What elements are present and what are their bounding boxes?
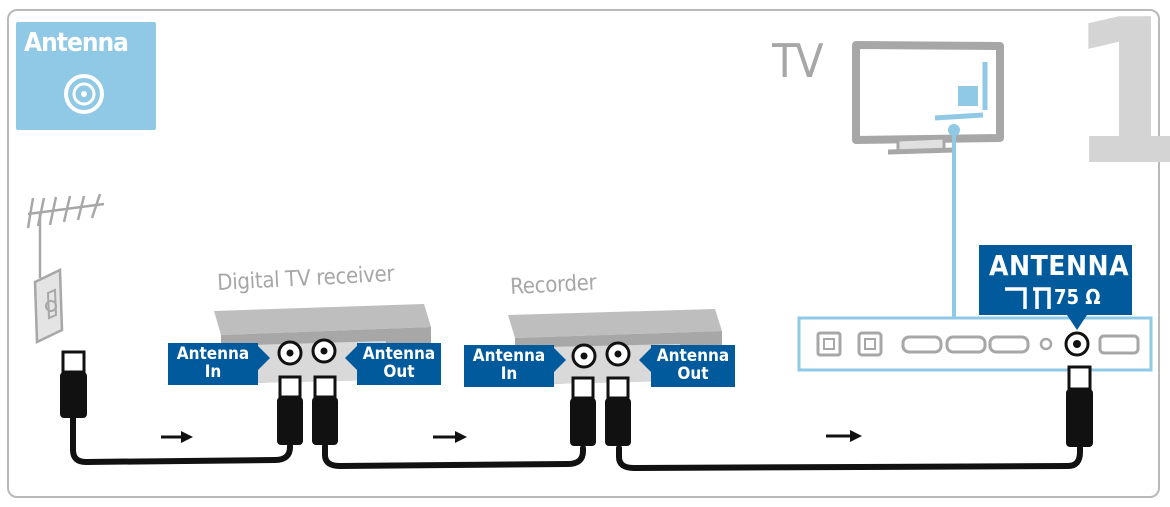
recorder-in-plug <box>570 376 596 446</box>
coax-socket-icon <box>64 74 104 114</box>
recorder-in-pointer <box>554 348 566 372</box>
arrow-right-icon <box>433 431 467 443</box>
receiver-antenna-out-label: Antenna Out <box>357 343 441 385</box>
antenna-badge-title: Antenna <box>24 28 129 58</box>
wall-plug <box>60 350 87 418</box>
arrow-right-icon <box>826 430 862 442</box>
tv-connector-panel <box>797 316 1153 372</box>
tv-label: TV <box>772 34 824 88</box>
diagram-frame <box>7 9 1160 498</box>
arrow-right-icon <box>161 431 193 443</box>
receiver-in-pointer <box>258 346 270 370</box>
tv-antenna-port-label: ANTENNA 75 Ω <box>979 245 1132 315</box>
recorder-antenna-out-label: Antenna Out <box>651 345 735 387</box>
tv-icon <box>852 41 1004 155</box>
tv-antenna-impedance: 75 Ω <box>1054 285 1101 309</box>
roof-antenna-icon <box>26 193 105 278</box>
receiver-in-plug <box>277 375 303 445</box>
receiver-out-plug <box>312 375 338 445</box>
recorder-out-pointer <box>639 348 651 372</box>
receiver-sockets <box>277 338 337 366</box>
step-number: 1 <box>1068 0 1170 210</box>
recorder-antenna-in-label: Antenna In <box>464 345 554 387</box>
receiver-out-pointer <box>345 346 357 370</box>
tv-antenna-pointer <box>1067 315 1087 330</box>
tv-antenna-port-title: ANTENNA <box>989 249 1130 282</box>
recorder-out-plug <box>605 376 631 446</box>
coax-symbol-icon <box>1005 287 1051 309</box>
recorder-sockets <box>571 341 631 369</box>
receiver-antenna-in-label: Antenna In <box>168 343 258 385</box>
recorder-label: Recorder <box>509 270 598 300</box>
wall-socket-icon <box>33 268 64 344</box>
coax-cables <box>70 415 1083 472</box>
tv-plug <box>1066 365 1093 447</box>
